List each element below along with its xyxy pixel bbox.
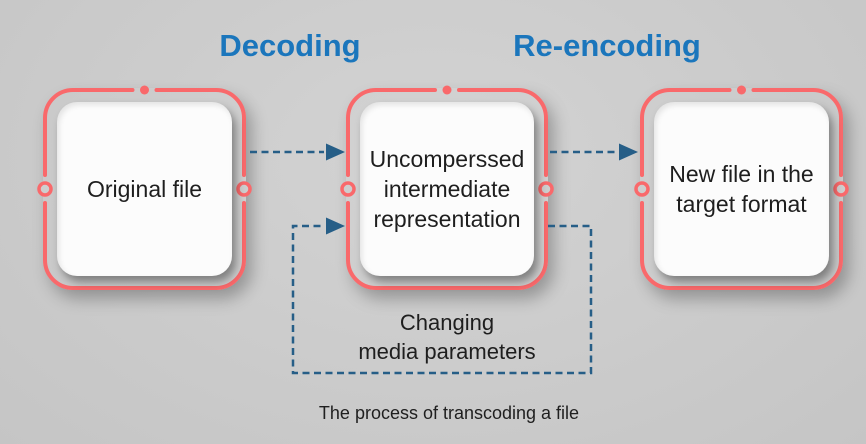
caption: The process of transcoding a file [318,403,580,423]
re-encoding-arrow-head-icon [619,143,638,161]
loop-arrow-head-icon [326,217,345,235]
box-label: Original file [86,176,203,202]
loop-label: Changing media parameters [358,310,536,364]
decoding-arrow-head-icon [326,143,345,161]
box-intermediate-representation: Uncomperssed intermediate representation [360,102,534,276]
box-new-file: New file in the target format [654,102,829,276]
box-label: New file in the target format [669,161,814,217]
re-encoding-label: Re-encoding [513,28,701,63]
box-label: Uncomperssed intermediate representation [369,146,525,232]
decoding-label: Decoding [219,28,361,63]
box-original-file: Original file [57,102,232,276]
